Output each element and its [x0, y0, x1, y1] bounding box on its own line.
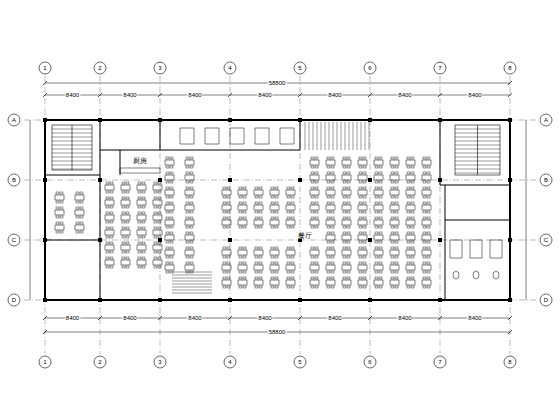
axis-number: C: [543, 237, 549, 243]
axis-number: 1: [42, 65, 47, 71]
room-name: 厨房: [132, 157, 148, 164]
axis-number: 8: [507, 65, 512, 71]
axis-number: 5: [297, 65, 302, 71]
dimension-text: 8400: [467, 92, 482, 98]
dimension-text: 8400: [257, 315, 272, 321]
axis-number: 3: [157, 359, 162, 365]
axis-number: 3: [157, 65, 162, 71]
axis-number: A: [11, 117, 17, 123]
dimension-text: 8400: [65, 315, 80, 321]
axis-number: 1: [42, 359, 47, 365]
dimension-text: 8400: [397, 92, 412, 98]
dimension-text: 8400: [65, 92, 80, 98]
dimension-text: 8400: [397, 315, 412, 321]
axis-number: 5: [297, 359, 302, 365]
axis-number: 6: [367, 65, 372, 71]
axis-number: 4: [227, 359, 232, 365]
axis-number: 6: [367, 359, 372, 365]
axis-number: B: [543, 177, 549, 183]
axis-number: B: [11, 177, 17, 183]
dimension-text: 8400: [327, 315, 342, 321]
dimension-text: 8400: [467, 315, 482, 321]
dimension-text: 8400: [122, 315, 137, 321]
dimension-text: 8400: [122, 92, 137, 98]
axis-number: D: [11, 297, 17, 303]
axis-number: C: [11, 237, 17, 243]
axis-number: 2: [97, 65, 102, 71]
room-name: 餐厅: [297, 232, 313, 239]
dimension-text: 8400: [327, 92, 342, 98]
dimension-text: 8400: [187, 92, 202, 98]
axis-number: D: [543, 297, 549, 303]
axis-number: 4: [227, 65, 232, 71]
dimension-text: 58800: [268, 329, 287, 335]
axis-number: 7: [437, 65, 442, 71]
axis-number: 2: [97, 359, 102, 365]
axis-number: 7: [437, 359, 442, 365]
dimension-text: 8400: [257, 92, 272, 98]
axis-number: 8: [507, 359, 512, 365]
dimension-text: 58800: [268, 80, 287, 86]
axis-number: A: [543, 117, 549, 123]
dimension-text: 8400: [187, 315, 202, 321]
